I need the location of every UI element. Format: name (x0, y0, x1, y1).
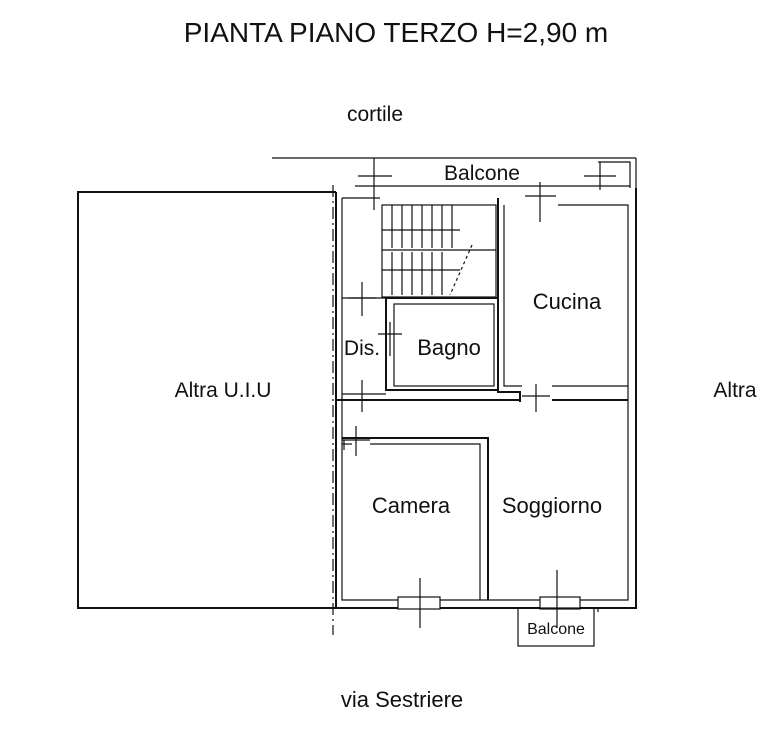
neighbor-left-label: Altra U.I.U (175, 379, 272, 402)
balcony-bottom: Balcone (517, 607, 599, 647)
staircase (381, 204, 497, 298)
street-label: via Sestriere (341, 687, 463, 712)
apartment-outer-walls (335, 188, 637, 609)
room-hall: Dis. (342, 282, 386, 360)
neighbor-unit-left: Altra U.I.U (77, 191, 336, 609)
courtyard-label: cortile (347, 103, 403, 126)
balcony-top: Balcone (272, 157, 637, 210)
kitchen-label: Cucina (533, 289, 602, 314)
balcony-bottom-label: Balcone (527, 621, 585, 638)
bathroom-label: Bagno (417, 335, 481, 360)
room-bedroom: Camera (342, 437, 489, 628)
plan-title: PIANTA PIANO TERZO H=2,90 m (184, 17, 609, 48)
room-kitchen: Cucina (497, 182, 628, 402)
living-room-label: Soggiorno (502, 493, 602, 518)
room-living: Soggiorno (502, 493, 602, 628)
neighbor-right-label: Altra (713, 379, 757, 402)
balcony-top-label: Balcone (444, 162, 520, 185)
corridor-partitions (336, 380, 628, 456)
bedroom-label: Camera (372, 493, 451, 518)
hall-label: Dis. (344, 337, 380, 360)
room-bathroom: Bagno (378, 297, 499, 391)
